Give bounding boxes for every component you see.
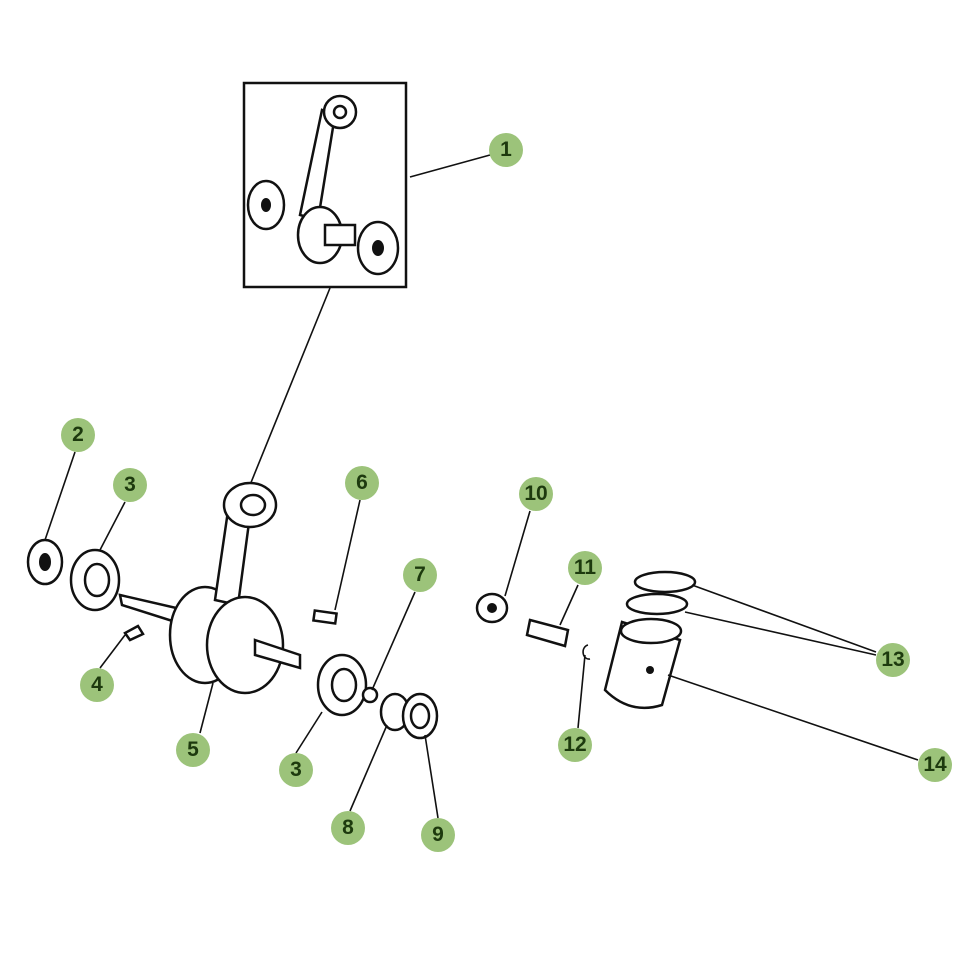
callout-8[interactable]: 8	[331, 811, 365, 845]
callout-5[interactable]: 5	[176, 733, 210, 767]
callout-13[interactable]: 13	[876, 643, 910, 677]
callout-1[interactable]: 1	[489, 133, 523, 167]
callout-4[interactable]: 4	[80, 668, 114, 702]
callout-6[interactable]: 6	[345, 466, 379, 500]
crankshaft	[118, 481, 302, 695]
connecting-rod-inset	[242, 81, 408, 289]
callout-9[interactable]: 9	[421, 818, 455, 852]
callout-10[interactable]: 10	[519, 477, 553, 511]
piston	[603, 617, 683, 710]
callout-3[interactable]: 3	[113, 468, 147, 502]
callout-11[interactable]: 11	[568, 551, 602, 585]
callout-14[interactable]: 14	[918, 748, 952, 782]
callout-7[interactable]: 7	[403, 558, 437, 592]
callout-2[interactable]: 2	[61, 418, 95, 452]
callout-3-right[interactable]: 3	[279, 753, 313, 787]
callout-12[interactable]: 12	[558, 728, 592, 762]
